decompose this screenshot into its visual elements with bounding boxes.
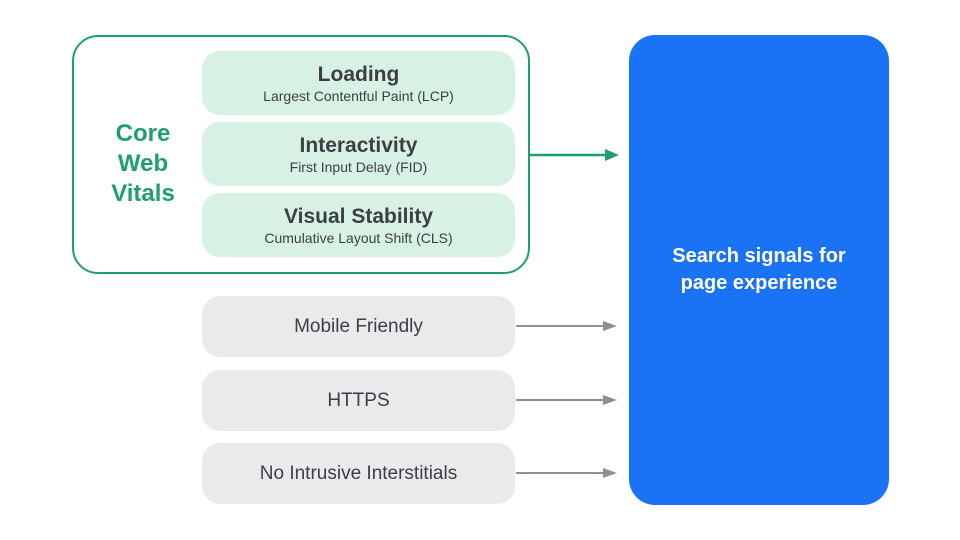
vital-title: Loading [317, 62, 400, 86]
vital-pill-interactivity: Interactivity First Input Delay (FID) [202, 122, 515, 186]
right-arrow-icon [516, 321, 617, 331]
signal-label: HTTPS [327, 389, 390, 411]
right-arrow-icon [528, 149, 619, 161]
signal-label: Mobile Friendly [294, 315, 423, 337]
vital-pill-loading: Loading Largest Contentful Paint (LCP) [202, 51, 515, 115]
vital-pill-visual-stability: Visual Stability Cumulative Layout Shift… [202, 193, 515, 257]
vital-title: Visual Stability [284, 204, 433, 228]
vital-subtitle: Largest Contentful Paint (LCP) [263, 87, 454, 104]
signal-label: No Intrusive Interstitials [259, 462, 458, 484]
vital-subtitle: First Input Delay (FID) [289, 158, 428, 175]
search-signals-label: Search signals for page experience [672, 245, 846, 294]
right-arrow-icon [516, 395, 617, 405]
search-signals-panel: Search signals for page experience [629, 35, 889, 505]
vital-title: Interactivity [299, 133, 418, 157]
right-arrow-icon [516, 468, 617, 478]
signal-pill-no-intrusive-interstitials: No Intrusive Interstitials [202, 443, 515, 504]
signal-pill-https: HTTPS [202, 370, 515, 431]
core-web-vitals-label: Core Web Vitals [111, 120, 175, 207]
signal-pill-mobile-friendly: Mobile Friendly [202, 296, 515, 357]
vital-subtitle: Cumulative Layout Shift (CLS) [264, 229, 453, 246]
